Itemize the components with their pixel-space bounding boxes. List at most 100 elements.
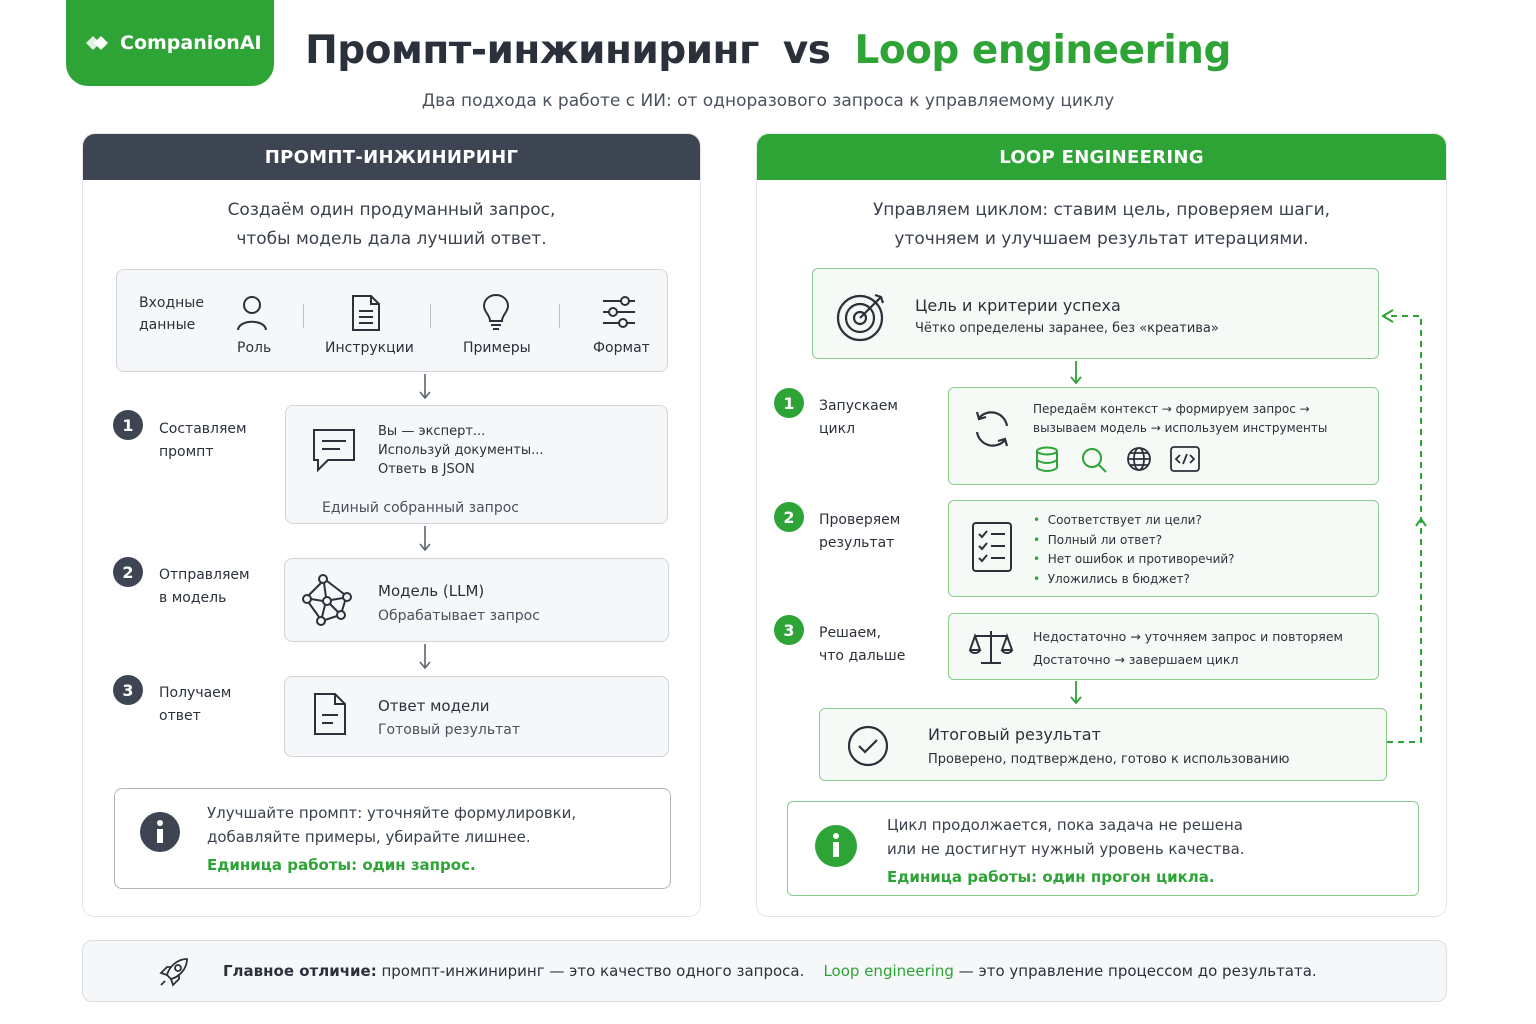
flow-arrow — [1070, 361, 1082, 385]
run-loop-text: Передаём контекст → формируем запрос → в… — [1033, 400, 1327, 438]
prompt-engineering-panel: ПРОМПТ-ИНЖИНИРИНГ Создаём один продуманн… — [82, 133, 701, 917]
flow-arrow — [419, 644, 431, 670]
input-item-role: Роль — [237, 340, 272, 356]
inputs-label-line: Входные — [139, 295, 204, 311]
prompt-line: Используй документы... — [378, 443, 544, 458]
code-icon — [1170, 445, 1200, 473]
check-item: • Нет ошибок и противоречий? — [1033, 552, 1235, 566]
network-icon — [301, 573, 357, 627]
step-label: Составляем промпт — [159, 418, 247, 464]
desc-line: чтобы модель дала лучший ответ. — [236, 229, 547, 249]
box-caption: Единый собранный запрос — [322, 500, 519, 516]
document-icon — [351, 294, 381, 332]
footer-summary: Главное отличие: промпт-инжиниринг — это… — [82, 940, 1447, 1002]
info-accent: Единица работы: один запрос. — [207, 856, 476, 874]
goal-caption: Чётко определены заранее, без «креатива» — [915, 321, 1219, 336]
chat-icon — [310, 426, 358, 474]
step-label-line: Проверяем — [819, 512, 901, 528]
step-label-line: что дальше — [819, 648, 906, 664]
step-number: 2 — [774, 502, 804, 532]
panel-description: Создаём один продуманный запрос, чтобы м… — [83, 196, 700, 254]
footer-part: — это управление процессом до результата… — [953, 962, 1317, 980]
run-loop-line: Передаём контекст → формируем запрос → — [1033, 402, 1310, 416]
info-icon — [814, 824, 858, 868]
page-subtitle: Два подхода к работе с ИИ: от одноразово… — [421, 91, 1115, 111]
step-label: Запускаем цикл — [819, 395, 898, 441]
check-item-text: Уложились в бюджет? — [1047, 571, 1190, 586]
check-item: • Полный ли ответ? — [1033, 532, 1163, 547]
decide-box: Недостаточно → уточняем запрос и повторя… — [948, 613, 1379, 680]
desc-line: уточняем и улучшаем результат итерациями… — [894, 229, 1309, 249]
step-number: 3 — [113, 675, 143, 705]
step-label-line: Решаем, — [819, 625, 882, 641]
model-title: Модель (LLM) — [378, 582, 485, 600]
step-number: 3 — [774, 615, 804, 645]
inputs-label-line: данные — [139, 317, 196, 333]
decide-line: Недостаточно → уточняем запрос и повторя… — [1033, 629, 1343, 644]
footer-bold: Главное отличие: — [223, 962, 377, 980]
result-box: Итоговый результат Проверено, подтвержде… — [819, 708, 1387, 781]
divider — [303, 304, 304, 328]
title-right: Loop engineering — [854, 28, 1231, 73]
database-icon — [1034, 446, 1060, 472]
prompt-lines: Вы — эксперт... Используй документы... О… — [378, 422, 544, 479]
info-box: Улучшайте промпт: уточняйте формулировки… — [114, 788, 671, 889]
person-icon — [235, 294, 269, 332]
step-label: Решаем, что дальше — [819, 622, 905, 668]
refresh-icon — [971, 408, 1013, 450]
footer-text: Главное отличие: промпт-инжиниринг — это… — [159, 962, 1317, 980]
step-label-line: Составляем — [159, 421, 247, 437]
logo: CompanionAI — [66, 0, 274, 86]
divider — [559, 304, 560, 328]
step-label-line: Отправляем — [159, 567, 250, 583]
info-text: Улучшайте промпт: уточняйте формулировки… — [207, 801, 576, 877]
loop-engineering-panel: LOOP ENGINEERING Управляем циклом: стави… — [756, 133, 1447, 917]
step-label: Отправляем в модель — [159, 564, 250, 610]
desc-line: Управляем циклом: ставим цель, проверяем… — [872, 200, 1331, 220]
check-item-text: Полный ли ответ? — [1047, 532, 1163, 547]
scales-icon — [969, 628, 1013, 666]
input-item-format: Формат — [593, 340, 650, 356]
inputs-label: Входные данные — [139, 292, 204, 336]
footer-green: Loop engineering — [823, 962, 954, 980]
run-loop-line: вызываем модель → используем инструменты — [1033, 421, 1328, 435]
goal-box: Цель и критерии успеха Чётко определены … — [812, 268, 1379, 359]
prompt-line: Ответь в JSON — [378, 462, 475, 477]
logo-text: CompanionAI — [120, 32, 262, 54]
target-icon — [835, 289, 889, 343]
decide-text: Недостаточно → уточняем запрос и повторя… — [1033, 625, 1343, 671]
logo-icon — [82, 32, 112, 54]
answer-caption: Готовый результат — [378, 722, 520, 738]
lightbulb-icon — [481, 292, 511, 332]
divider — [430, 304, 431, 328]
step-label-line: промпт — [159, 444, 214, 460]
info-icon — [139, 811, 181, 853]
info-line: или не достигнут нужный уровень качества… — [887, 840, 1245, 858]
step-label-line: в модель — [159, 590, 227, 606]
step-label-line: результат — [819, 535, 895, 551]
check-item: • Уложились в бюджет? — [1033, 571, 1190, 586]
file-icon — [313, 692, 347, 736]
checklist-icon — [971, 521, 1013, 573]
feedback-loop-arrow — [1379, 304, 1429, 748]
info-line: Улучшайте промпт: уточняйте формулировки… — [207, 804, 577, 822]
compose-prompt-box: Вы — эксперт... Используй документы... О… — [285, 405, 668, 524]
input-item-examples: Примеры — [463, 340, 531, 356]
answer-title: Ответ модели — [378, 697, 490, 715]
inputs-box: Входные данные Роль Инструкции Примеры Ф… — [116, 269, 668, 372]
goal-title: Цель и критерии успеха — [915, 296, 1121, 315]
footer-part: промпт-инжиниринг — это качество одного … — [376, 962, 805, 980]
answer-box: Ответ модели Готовый результат — [284, 676, 669, 757]
info-text: Цикл продолжается, пока задача не решена… — [887, 813, 1245, 889]
model-box: Модель (LLM) Обрабатывает запрос — [284, 558, 669, 642]
check-circle-icon — [846, 724, 890, 768]
input-item-instructions: Инструкции — [325, 340, 414, 356]
step-number: 1 — [774, 388, 804, 418]
flow-arrow — [419, 526, 431, 552]
step-label-line: цикл — [819, 421, 856, 437]
check-result-box: • Соответствует ли цели? • Полный ли отв… — [948, 500, 1379, 597]
flow-arrow — [419, 374, 431, 400]
check-list: • Соответствует ли цели? • Полный ли отв… — [1033, 511, 1235, 589]
step-label-line: Запускаем — [819, 398, 898, 414]
